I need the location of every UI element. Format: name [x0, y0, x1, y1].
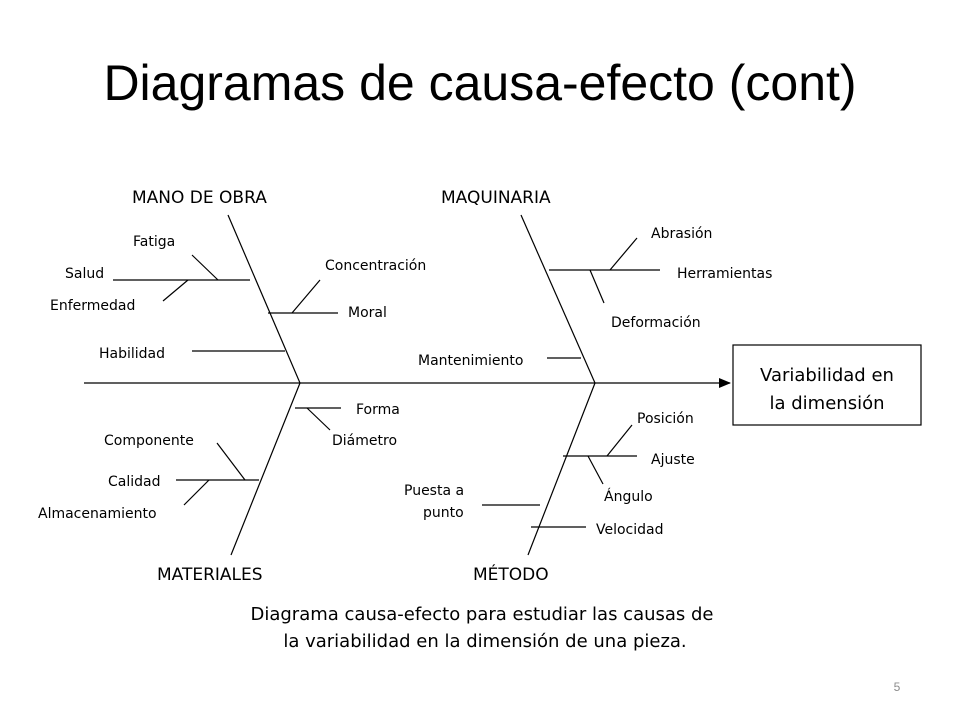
cause-habilidad: Habilidad — [99, 346, 165, 362]
cause-diametro: Diámetro — [332, 433, 397, 449]
cause-moral: Moral — [348, 305, 387, 321]
category-mano-de-obra: MANO DE OBRA — [132, 188, 267, 208]
cause-mantenimiento: Mantenimiento — [418, 353, 523, 369]
cause-calidad: Calidad — [108, 474, 161, 490]
twig-almacenamiento — [183, 479, 210, 506]
cause-concentracion: Concentración — [325, 258, 426, 274]
twig-concentracion — [291, 279, 321, 314]
cause-ajuste: Ajuste — [651, 452, 695, 468]
category-metodo: MÉTODO — [473, 563, 549, 585]
twig-componente — [216, 442, 246, 481]
bone-metodo — [527, 382, 596, 556]
effect-label-line1: Variabilidad en — [760, 365, 894, 386]
cause-salud: Salud — [65, 266, 104, 282]
twig-posicion — [606, 424, 633, 457]
slide-title: Diagramas de causa-efecto (cont) — [103, 55, 857, 111]
cause-almacenamiento: Almacenamiento — [38, 506, 157, 522]
cause-componente: Componente — [104, 433, 194, 449]
cause-velocidad: Velocidad — [596, 522, 664, 538]
cause-enfermedad: Enfermedad — [50, 298, 135, 314]
bone-materiales — [230, 382, 301, 556]
bone-mano-de-obra — [227, 214, 301, 384]
bone-maquinaria — [520, 214, 596, 384]
twig-fatiga — [191, 254, 219, 281]
effect-label-line2: la dimensión — [770, 393, 885, 414]
cause-puesta-a-punto-line1: Puesta a — [404, 483, 464, 499]
twig-deformacion — [589, 269, 605, 304]
twig-enfermedad — [162, 279, 189, 302]
cause-abrasion: Abrasión — [651, 226, 712, 242]
cause-posicion: Posición — [637, 411, 694, 427]
category-maquinaria: MAQUINARIA — [441, 188, 551, 208]
cause-deformacion: Deformación — [611, 315, 701, 331]
cause-fatiga: Fatiga — [133, 234, 175, 250]
effect-box — [732, 344, 922, 426]
twig-diametro — [306, 407, 331, 431]
twig-abrasion — [609, 237, 638, 271]
category-materiales: MATERIALES — [157, 565, 263, 585]
caption-line2: la variabilidad en la dimensión de una p… — [283, 631, 686, 652]
cause-herramientas: Herramientas — [677, 266, 772, 282]
cause-angulo: Ángulo — [604, 488, 653, 505]
caption-line1: Diagrama causa-efecto para estudiar las … — [250, 604, 713, 625]
cause-puesta-a-punto-line2: punto — [423, 505, 464, 521]
twig-angulo — [587, 455, 604, 485]
page-number: 5 — [894, 680, 901, 694]
cause-forma: Forma — [356, 402, 400, 418]
